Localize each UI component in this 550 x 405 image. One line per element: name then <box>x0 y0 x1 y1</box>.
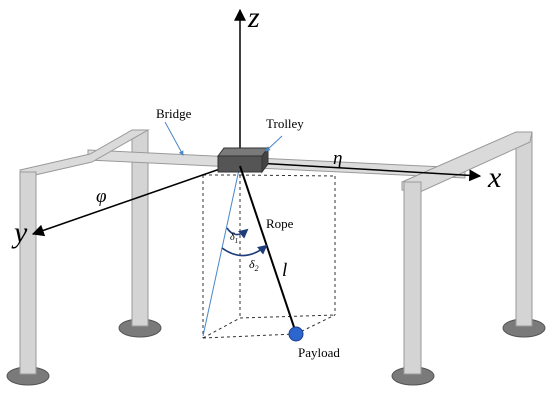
trolley <box>217 146 269 174</box>
y-axis <box>31 161 241 237</box>
delta2-arc <box>221 244 268 257</box>
phi-label: φ <box>96 186 107 207</box>
y-axis-label: y <box>11 216 28 249</box>
rope-length-label: l <box>282 260 287 281</box>
delta2-symbol: δ <box>249 257 255 271</box>
delta1-symbol: δ <box>230 232 235 243</box>
delta1-arc <box>226 227 249 239</box>
bridge-label: Bridge <box>156 106 192 121</box>
payload-label: Payload <box>298 345 340 360</box>
eta-label: η <box>333 148 342 169</box>
pillar-front-left <box>19 171 37 375</box>
trolley-label: Trolley <box>266 116 304 131</box>
rope <box>239 165 297 334</box>
bridge-leader <box>164 121 184 156</box>
projection-line <box>202 164 241 337</box>
x-axis-label: x <box>487 161 502 194</box>
x-axis <box>239 161 482 182</box>
payload-ball <box>288 326 304 342</box>
pillar-back-right <box>515 131 533 327</box>
delta1-subscript: 1 <box>235 237 239 245</box>
projection-box <box>202 174 336 339</box>
delta2-subscript: 2 <box>255 264 259 273</box>
pillar-front-right <box>403 181 422 375</box>
delta2-label: δ2 <box>249 257 259 273</box>
delta1-label: δ1 <box>230 232 238 245</box>
trolley-leader <box>265 135 283 152</box>
rope-label: Rope <box>266 216 294 231</box>
z-axis-label: z <box>247 1 260 34</box>
